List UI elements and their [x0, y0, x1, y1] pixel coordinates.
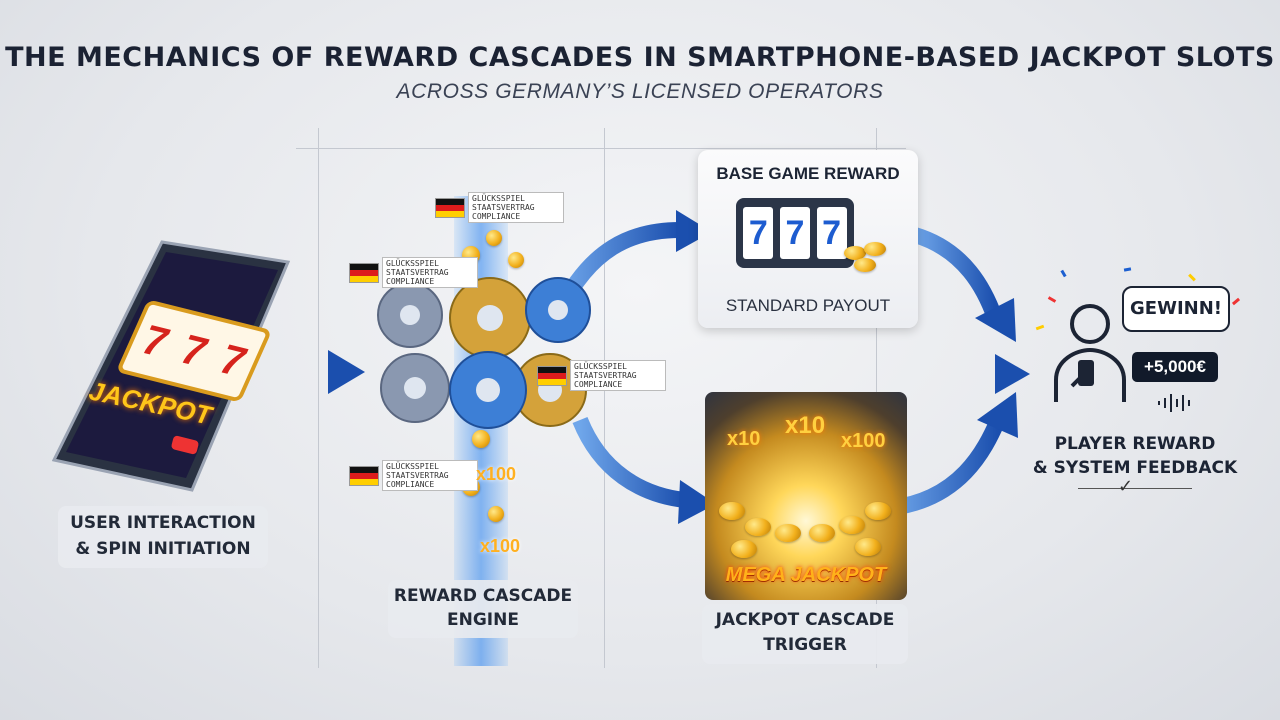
coin [472, 430, 490, 448]
label-reward-engine: REWARD CASCADE ENGINE [388, 580, 578, 638]
coin [719, 502, 745, 520]
check-icon: ✓ [1118, 476, 1134, 496]
compliance-tag: GLÜCKSSPIEL STAATSVERTRAG COMPLIANCE [350, 460, 478, 491]
label-player-reward: PLAYER REWARD & SYSTEM FEEDBACK [1032, 434, 1238, 478]
base-slot-machine: 7 7 7 [736, 198, 854, 268]
coin [775, 524, 801, 542]
german-flag-icon [350, 263, 378, 282]
multiplier-label: x100 [476, 464, 517, 484]
coin [839, 516, 865, 534]
base-game-card: BASE GAME REWARD 7 7 7 STANDARD PAYOUT [698, 150, 918, 328]
guide-line-horizontal [296, 148, 906, 149]
mega-jackpot-banner: MEGA JACKPOT [725, 564, 887, 586]
base-game-title: BASE GAME REWARD [716, 164, 900, 183]
reel-symbol: 7 [211, 335, 255, 385]
person-with-phone-icon [1054, 304, 1126, 402]
reel-symbol: 7 [134, 316, 177, 366]
coin [745, 518, 771, 536]
german-flag-icon [538, 366, 566, 385]
arrow-engine-to-jackpot [572, 416, 687, 508]
compliance-tag: GLÜCKSSPIEL STAATSVERTRAG COMPLIANCE [350, 257, 478, 288]
jackpot-multiplier: x10 [727, 428, 761, 450]
sound-wave-icon [1158, 394, 1190, 412]
coin [486, 230, 502, 246]
reel-symbol: 7 [779, 207, 810, 259]
reel-symbol: 7 [816, 207, 847, 259]
guide-line-mid [604, 128, 605, 668]
jackpot-burst: x10 x10 x100 MEGA JACKPOT [705, 392, 907, 600]
label-jackpot-trigger: JACKPOT CASCADE TRIGGER [702, 604, 908, 664]
compliance-tag: GLÜCKSSPIEL STAATSVERTRAG COMPLIANCE [436, 192, 564, 223]
feedback-divider [1078, 488, 1192, 489]
german-flag-icon [350, 466, 378, 485]
arrow-jackpot-to-player [888, 416, 1006, 516]
reel-symbol: 7 [743, 207, 774, 259]
coin [731, 540, 757, 558]
guide-line-left [318, 128, 319, 668]
coin [865, 502, 891, 520]
jackpot-multiplier: x100 [841, 430, 886, 452]
multiplier-label: x100 [480, 536, 521, 556]
compliance-tag: GLÜCKSSPIEL STAATSVERTRAG COMPLIANCE [538, 360, 666, 391]
gear-cluster [377, 277, 591, 429]
german-flag-icon [436, 198, 464, 217]
speech-bubble: GEWINN! [1122, 286, 1230, 332]
coin [488, 506, 504, 522]
page-title: THE MECHANICS OF REWARD CASCADES IN SMAR… [5, 42, 1275, 73]
arrow-base-to-player [912, 227, 1003, 321]
coin [809, 524, 835, 542]
reel-symbol: 7 [173, 325, 216, 376]
smartphone: 7 7 7 JACKPOT [52, 238, 292, 496]
base-game-caption: STANDARD PAYOUT [725, 296, 891, 315]
win-amount-badge: +5,000€ [1132, 352, 1218, 382]
coin [855, 538, 881, 556]
label-user-interaction: USER INTERACTION & SPIN INITIATION [58, 506, 268, 568]
coin [508, 252, 524, 268]
page-subtitle: ACROSS GERMANY’S LICENSED OPERATORS [396, 80, 884, 103]
jackpot-multiplier: x10 [785, 412, 826, 439]
